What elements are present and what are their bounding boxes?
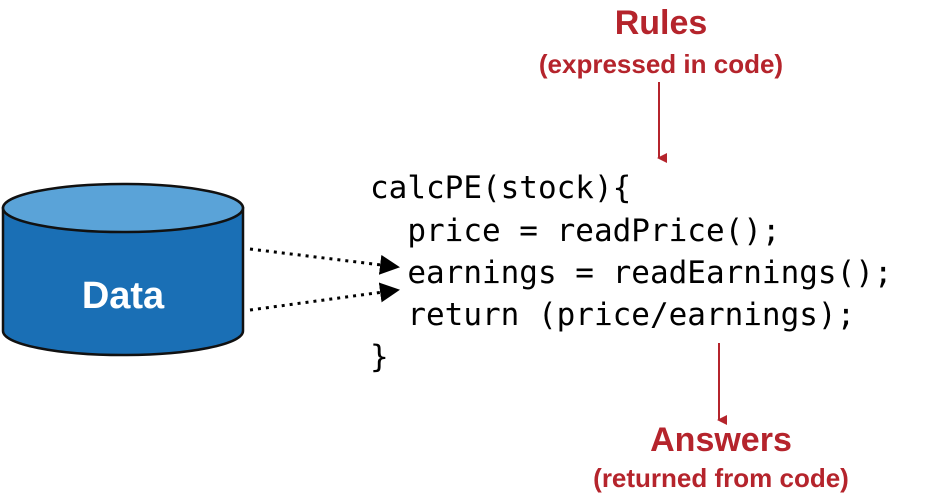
data-arrow-lower [249, 282, 400, 312]
code-line-5: } [370, 339, 389, 375]
code-line-1: calcPE(stock){ [370, 170, 631, 206]
database-icon: Data [1, 182, 245, 357]
database-body [1, 206, 245, 357]
rules-title: Rules [615, 4, 708, 42]
code-line-2: price = readPrice(); [370, 213, 781, 249]
database-label: Data [82, 275, 165, 317]
database-top [1, 182, 245, 234]
rules-subtitle: (expressed in code) [539, 49, 783, 79]
code-block: calcPE(stock){ price = readPrice(); earn… [370, 170, 893, 375]
data-arrow-upper [249, 247, 400, 275]
code-line-3: earnings = readEarnings(); [370, 255, 893, 291]
code-line-4: return (price/earnings); [370, 297, 855, 333]
answers-subtitle: (returned from code) [593, 463, 849, 493]
answers-title: Answers [650, 421, 792, 459]
